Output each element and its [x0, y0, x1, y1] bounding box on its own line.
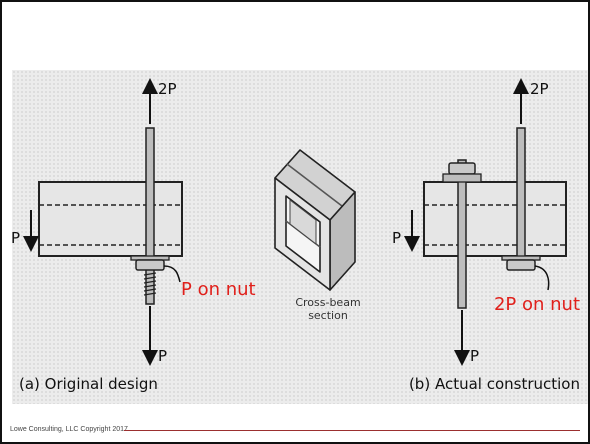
- left-caption: (a) Original design: [19, 375, 158, 393]
- footer-copyright: Lowe Consulting, LLC Copyright 2017: [10, 426, 128, 433]
- right-bottom-nut: [506, 259, 536, 271]
- actual-construction-figure: 2P P 2P on nut P (b) Actual construction: [392, 78, 580, 393]
- right-side-load-label: P: [392, 229, 401, 247]
- right-lower-rod: [457, 159, 467, 309]
- left-beam: [38, 181, 183, 257]
- right-nut-leader: [534, 265, 550, 291]
- right-top-nut: [448, 162, 476, 175]
- cross-beam-label-line2: section: [308, 309, 348, 322]
- original-design-figure: 2P P P on nut P (a) Original design: [11, 78, 256, 393]
- right-top-load-label: 2P: [530, 80, 549, 98]
- left-bottom-load-label: P: [158, 347, 167, 365]
- left-nut-label: P on nut: [181, 279, 256, 300]
- left-nut-leader: [163, 265, 181, 283]
- cross-beam-label-line1: Cross-beam: [295, 296, 360, 309]
- footer-rule: [124, 430, 580, 431]
- right-bottom-load-label: P: [470, 347, 479, 365]
- left-side-load-label: P: [11, 229, 20, 247]
- left-nut: [135, 259, 165, 271]
- right-upper-rod: [516, 127, 526, 270]
- right-beam: [423, 181, 567, 257]
- left-hanger-rod: [145, 127, 155, 305]
- right-nut-label: 2P on nut: [494, 294, 580, 315]
- cross-beam-section-figure: [274, 149, 356, 291]
- left-rod-threads: [143, 272, 157, 296]
- left-top-load-label: 2P: [158, 80, 177, 98]
- right-caption: (b) Actual construction: [409, 375, 580, 393]
- right-top-washer: [442, 173, 482, 183]
